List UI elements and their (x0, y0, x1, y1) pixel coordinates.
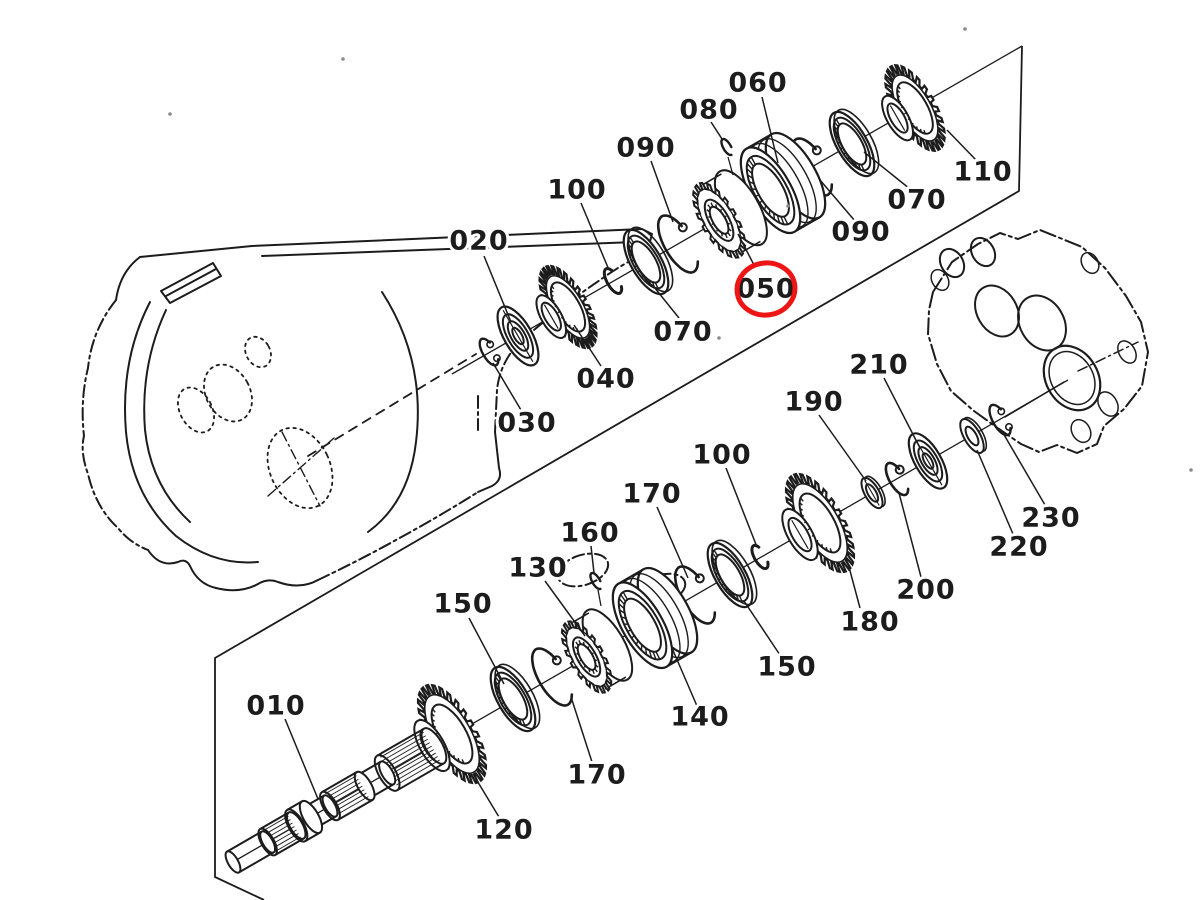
leader-stub-080 (727, 156, 734, 176)
leader-150b (743, 600, 781, 656)
part-070a-blocker (622, 226, 674, 296)
leader-200 (898, 492, 922, 578)
part-110-gear (881, 64, 946, 152)
part-label-170b: 170 (622, 479, 681, 510)
leader-070a (653, 286, 680, 319)
panel-outline (214, 45, 1023, 900)
leader-120 (472, 773, 500, 818)
part-label-020: 020 (449, 226, 508, 257)
leader-040 (573, 324, 602, 367)
part-label-010: 010 (246, 691, 305, 722)
leader-100a (580, 202, 610, 271)
part-label-150b: 150 (757, 652, 816, 683)
leader-190 (818, 414, 867, 482)
part-020-bearing (496, 305, 540, 367)
part-label-100a: 100 (547, 175, 606, 206)
leader-130 (544, 580, 586, 637)
highlight-circle-050 (734, 260, 798, 318)
leader-210 (883, 377, 921, 449)
leader-160 (590, 545, 595, 574)
scan-speck (717, 336, 721, 340)
leader-070b (863, 151, 911, 190)
part-010-shaft (224, 727, 448, 874)
scan-speck (1189, 468, 1193, 472)
part-label-050: 050 (736, 274, 795, 305)
part-170a-spring (530, 647, 574, 707)
leader-170b (656, 506, 689, 579)
part-label-140: 140 (670, 702, 729, 733)
part-label-040: 040 (576, 364, 635, 395)
leader-090a (650, 160, 674, 223)
part-label-210: 210 (849, 350, 908, 381)
part-label-100b: 100 (692, 440, 751, 471)
part-040-gear (535, 264, 598, 350)
part-060-sleeve (739, 131, 827, 235)
part-210-bearing (907, 432, 949, 490)
part-160-clip-s (589, 571, 602, 591)
part-label-080: 080 (679, 95, 738, 126)
part-label-180: 180 (840, 607, 899, 638)
transmission-housing (81, 228, 687, 606)
part-150a-blocker (489, 663, 541, 733)
part-label-070a: 070 (653, 317, 712, 348)
part-label-120: 120 (474, 815, 533, 846)
part-label-030: 030 (497, 408, 556, 439)
part-label-130: 130 (508, 553, 567, 584)
leader-100b (725, 467, 758, 548)
part-100a-c-clip (602, 266, 624, 295)
part-label-230: 230 (1021, 503, 1080, 534)
leader-010 (284, 718, 319, 800)
part-030-snap (478, 337, 501, 367)
highlight-annotation (734, 260, 798, 318)
part-050-hub (692, 169, 768, 259)
leader-110 (946, 129, 977, 161)
part-070b-blocker (828, 108, 880, 178)
leader-020 (483, 255, 512, 323)
part-label-150a: 150 (433, 589, 492, 620)
part-label-060: 060 (728, 68, 787, 99)
part-label-070b: 070 (887, 185, 946, 216)
leader-180 (848, 566, 861, 609)
part-200-spring (884, 461, 910, 497)
leader-220 (976, 449, 1014, 535)
parts-layer (224, 64, 1013, 874)
part-label-110: 110 (953, 157, 1012, 188)
scan-speck (341, 57, 345, 61)
leader-stub-160 (597, 589, 602, 607)
scan-speck (786, 204, 790, 208)
part-label-220: 220 (989, 532, 1048, 563)
scan-speck (168, 112, 172, 116)
leader-lines (284, 96, 1046, 818)
scan-specks (168, 27, 1193, 472)
part-label-090b: 090 (831, 217, 890, 248)
part-100b-c-clip (750, 543, 770, 571)
leader-080 (710, 121, 723, 140)
part-130-hub (560, 608, 634, 694)
part-090a-spring (656, 214, 700, 274)
leader-050 (737, 233, 755, 266)
part-label-160: 160 (560, 518, 619, 549)
leader-170a (571, 699, 593, 763)
part-labels: 1100700900600500800900701000400200302302… (243, 65, 1082, 849)
leader-140 (671, 647, 698, 707)
part-190-ring-s (860, 475, 886, 510)
rear-cover-plate (927, 229, 1149, 454)
part-230-snap (988, 403, 1013, 437)
part-label-200: 200 (896, 575, 955, 606)
part-label-090a: 090 (616, 133, 675, 164)
leader-090b (819, 179, 856, 222)
part-label-190: 190 (784, 387, 843, 418)
part-220-washer (959, 416, 988, 454)
leader-060 (761, 96, 779, 164)
scan-speck (963, 27, 967, 31)
part-180-gear (781, 472, 856, 574)
leader-150a (468, 617, 505, 685)
leader-230 (1002, 432, 1046, 506)
leader-030 (492, 362, 522, 411)
part-080-clip-s (720, 137, 733, 157)
part-label-170a: 170 (567, 760, 626, 791)
part-140-sleeve (611, 566, 699, 670)
